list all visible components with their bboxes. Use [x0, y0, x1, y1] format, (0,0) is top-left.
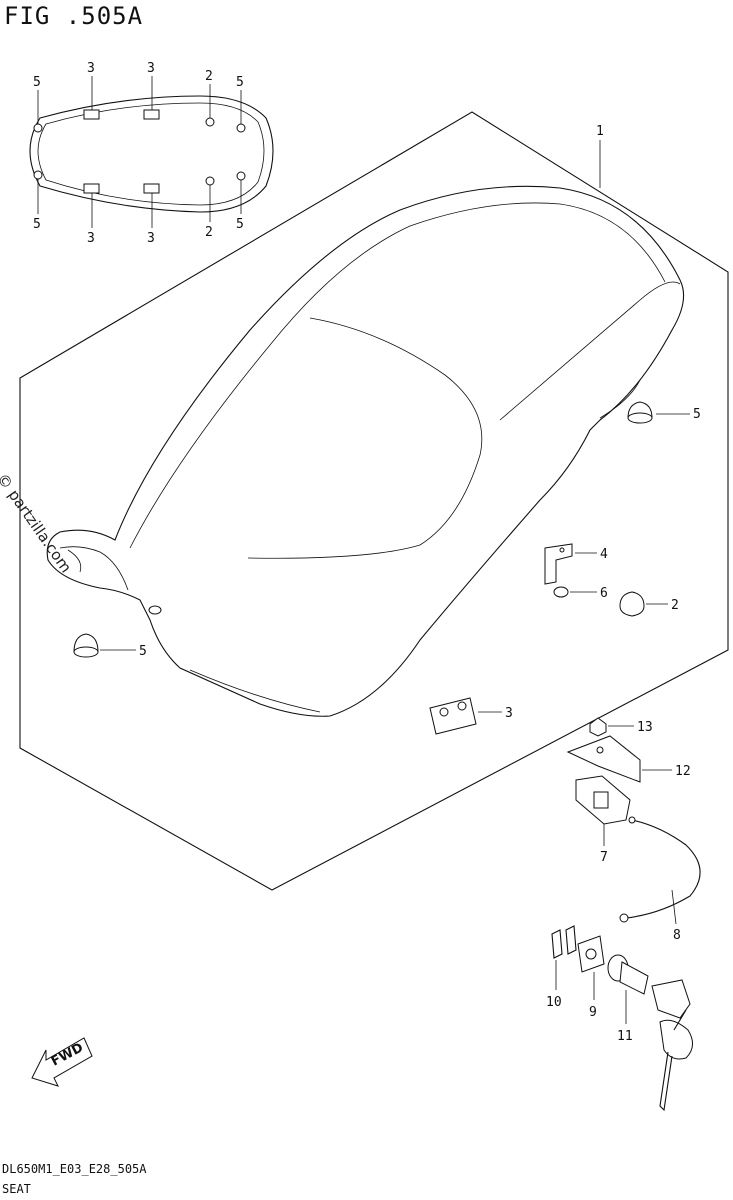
part-cushion-5a	[627, 401, 690, 424]
callout-6: 6	[600, 586, 608, 601]
callout-12: 12	[675, 764, 691, 779]
callout-top-5b: 5	[236, 75, 244, 90]
callout-13: 13	[637, 720, 653, 735]
callout-bottom-3a: 3	[87, 231, 95, 246]
part-plate-9	[577, 935, 605, 1000]
part-cushion-5b	[73, 633, 136, 658]
diagram-name: SEAT	[2, 1182, 31, 1196]
callout-5-right: 5	[693, 407, 701, 422]
figure-title: FIG .505A	[4, 2, 144, 30]
part-cushion-2	[619, 591, 668, 617]
callout-7: 7	[600, 850, 608, 865]
diagram-code: DL650M1_E03_E28_505A	[2, 1162, 147, 1176]
callout-8: 8	[673, 928, 681, 943]
part-nut-13	[589, 717, 634, 737]
part-clip-10	[551, 925, 577, 990]
part-plate-12	[566, 735, 672, 783]
callout-top-3a: 3	[87, 61, 95, 76]
part-bracket-4	[544, 543, 597, 585]
seat-top-view	[29, 76, 274, 228]
callout-9: 9	[589, 1005, 597, 1020]
callout-bottom-3b: 3	[147, 231, 155, 246]
fwd-arrow-icon: FWD	[31, 1037, 93, 1087]
callout-5-left: 5	[139, 644, 147, 659]
callout-2: 2	[671, 598, 679, 613]
callout-top-5a: 5	[33, 75, 41, 90]
callout-top-2: 2	[205, 69, 213, 84]
callout-3: 3	[505, 706, 513, 721]
callout-1: 1	[596, 124, 604, 139]
part-latch-3	[429, 697, 502, 735]
part-cable-8	[619, 816, 701, 925]
seat-main	[46, 140, 685, 717]
part-nut-6	[553, 586, 597, 598]
callout-bottom-2: 2	[205, 225, 213, 240]
callout-10: 10	[546, 995, 562, 1010]
assembly-boundary	[19, 111, 729, 891]
callout-bottom-5a: 5	[33, 217, 41, 232]
part-lock-cylinder-11	[607, 954, 649, 1024]
callout-11: 11	[617, 1029, 633, 1044]
callout-bottom-5b: 5	[236, 217, 244, 232]
callout-4: 4	[600, 547, 608, 562]
part-latch-assembly-7	[575, 775, 631, 846]
callout-top-3b: 3	[147, 61, 155, 76]
key-icon	[651, 979, 693, 1112]
